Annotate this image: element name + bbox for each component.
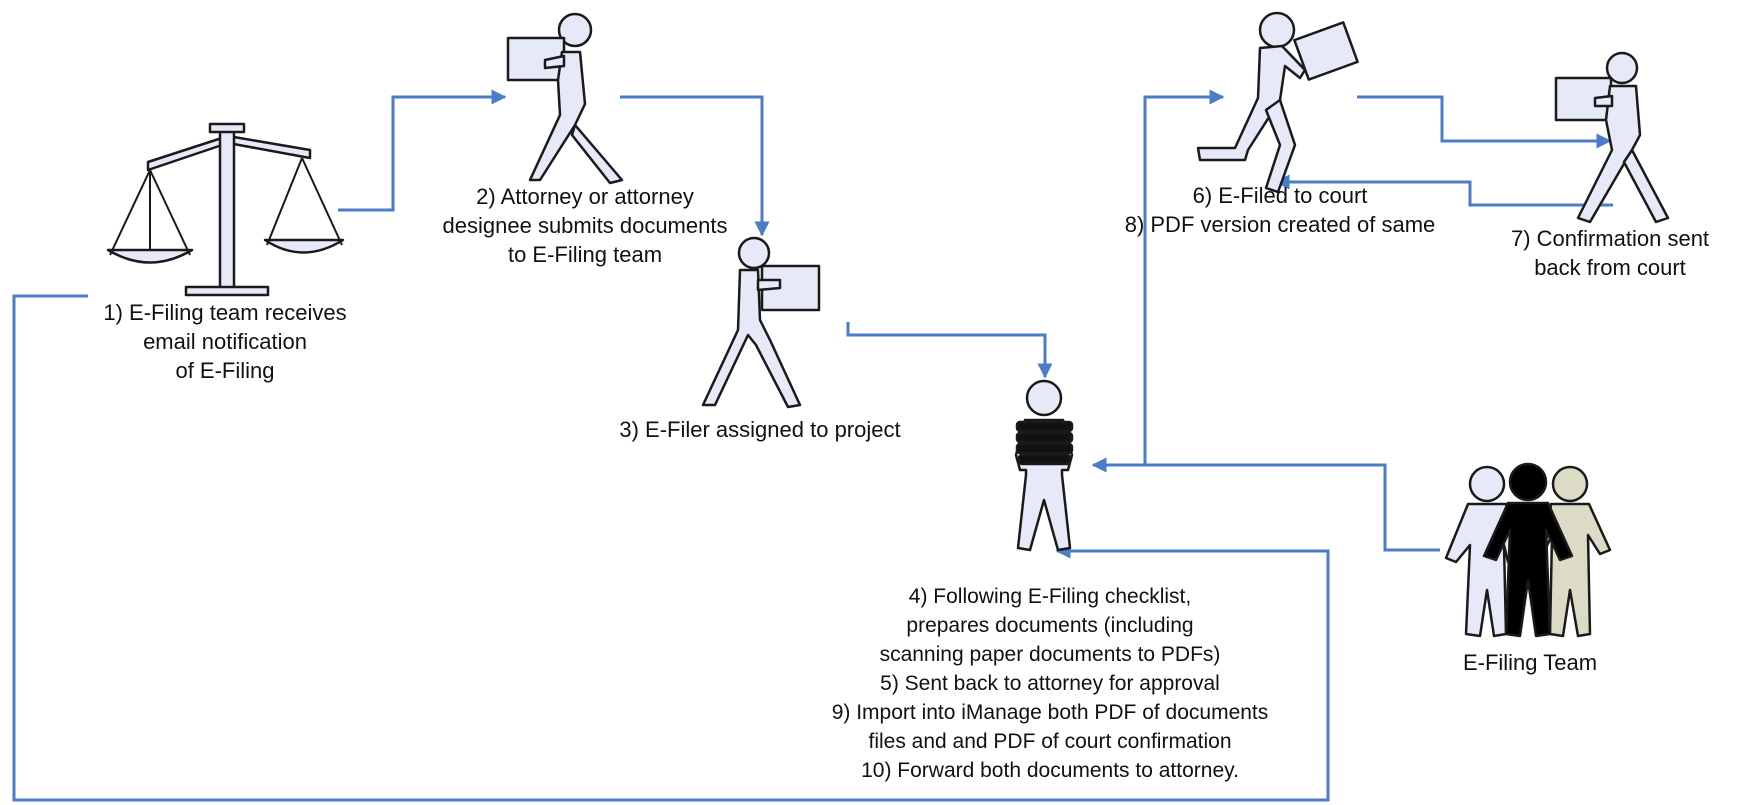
label-line: 6) E-Filed to court <box>1192 183 1368 208</box>
team-group-icon <box>1444 462 1612 638</box>
label-line: back from court <box>1534 255 1686 280</box>
arrow-loop-to-4 <box>12 294 1330 802</box>
node-4-label: 4) Following E-Filing checklist, prepare… <box>770 582 1330 785</box>
label-line: E-Filing Team <box>1462 650 1598 675</box>
arrow-4-to-6 <box>1143 89 1225 465</box>
label-line: 7) Confirmation sent <box>1510 226 1710 251</box>
arrow-6-to-7 <box>1357 95 1612 149</box>
node-1-label: 1) E-Filing team receives email notifica… <box>75 298 375 385</box>
label-line: 5) Sent back to attorney for approval <box>880 672 1220 695</box>
label-line: 8) PDF version created of same <box>1124 212 1436 237</box>
person-carrying-box-icon <box>1554 51 1670 224</box>
person-running-with-box-icon <box>1196 11 1359 194</box>
label-line: of E-Filing <box>175 358 275 383</box>
arrow-1-to-2 <box>338 89 507 212</box>
person-carrying-box-icon <box>701 236 821 409</box>
label-line: email notification <box>143 329 307 354</box>
node-6-label: 6) E-Filed to court 8) PDF version creat… <box>1100 181 1460 239</box>
arrow-3-to-4 <box>846 322 1053 379</box>
person-holding-documents-icon <box>1014 379 1074 552</box>
label-line: 10) Forward both documents to attorney. <box>861 759 1239 782</box>
arrow-team-to-4 <box>1091 457 1440 552</box>
label-line: to E-Filing team <box>507 242 663 267</box>
label-line: scanning paper documents to PDFs) <box>879 643 1221 666</box>
arrow-2-to-3 <box>620 95 770 237</box>
balance-scale-icon <box>106 122 345 297</box>
node-3-label: 3) E-Filer assigned to project <box>590 415 930 444</box>
team-label: E-Filing Team <box>1430 648 1630 677</box>
node-7-label: 7) Confirmation sent back from court <box>1480 224 1740 282</box>
label-line: 2) Attorney or attorney <box>476 184 694 209</box>
label-line: prepares documents (including <box>906 614 1194 637</box>
label-line: 3) E-Filer assigned to project <box>619 417 901 442</box>
label-line: files and and PDF of court confirmation <box>868 730 1232 753</box>
arrow-7-to-6 <box>1274 174 1613 207</box>
person-carrying-box-icon <box>506 12 624 185</box>
node-2-label: 2) Attorney or attorney designee submits… <box>420 182 750 269</box>
label-line: 4) Following E-Filing checklist, <box>908 585 1192 608</box>
label-line: designee submits documents <box>442 213 728 238</box>
label-line: 9) Import into iManage both PDF of docum… <box>831 701 1269 724</box>
label-line: 1) E-Filing team receives <box>103 300 347 325</box>
